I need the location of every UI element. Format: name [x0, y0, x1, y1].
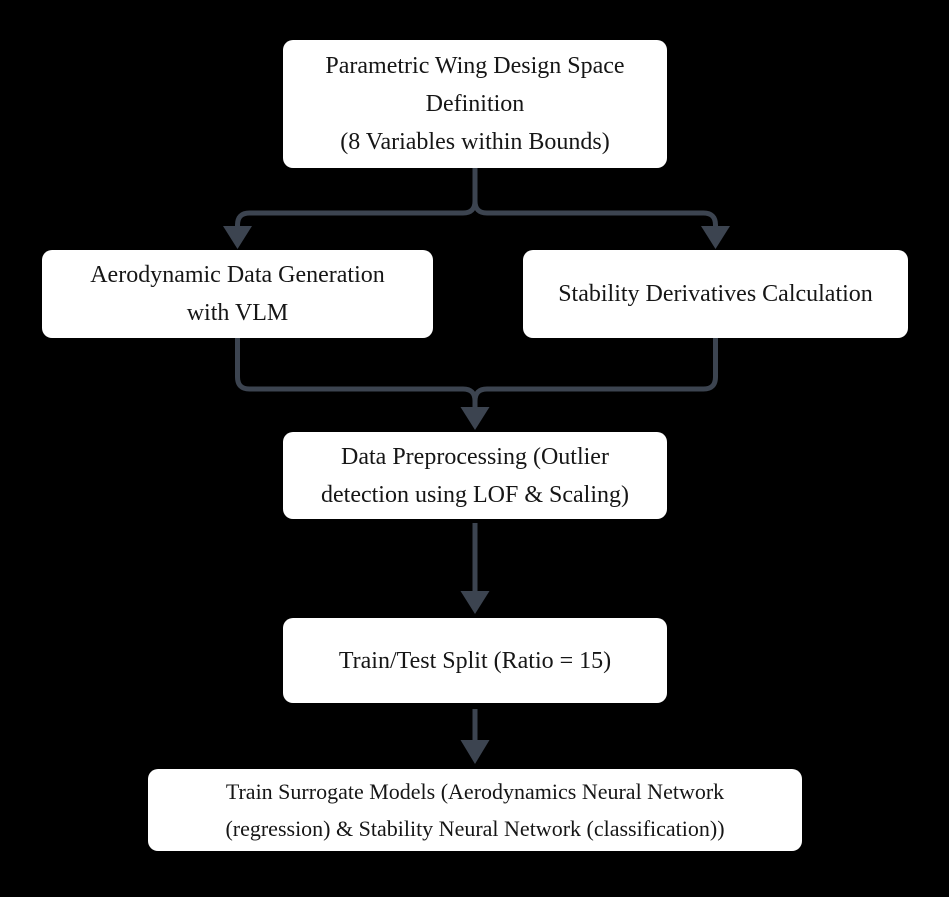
node-train-test-split-label: Train/Test Split (Ratio = 15) — [338, 647, 612, 674]
edge-merge-arrowhead — [460, 407, 490, 430]
node-train-test-split: Train/Test Split (Ratio = 15) — [283, 618, 667, 703]
edge-aero-to-preprocessing — [235, 338, 478, 408]
node-train-surrogate-models-label: Train Surrogate Models (Aerodynamics Neu… — [225, 779, 725, 841]
edge-split-to-train-arrowhead — [460, 740, 490, 764]
node-aerodynamic-data-generation: Aerodynamic Data Generation with VLM — [42, 250, 433, 338]
node-data-preprocessing: Data Preprocessing (Outlier detection us… — [283, 432, 667, 519]
edge-design-to-stability — [472, 168, 718, 227]
edge-design-to-stability-arrowhead — [701, 226, 730, 249]
node-design-space: Parametric Wing Design Space Definition … — [283, 40, 667, 168]
edge-stability-to-preprocessing — [472, 338, 718, 408]
edge-preprocessing-to-split-arrowhead — [460, 591, 490, 614]
node-stability-derivatives-label: Stability Derivatives Calculation — [558, 281, 873, 307]
node-aerodynamic-data-generation-label: Aerodynamic Data Generation with VLM — [90, 262, 385, 326]
edge-design-to-aero-arrowhead — [223, 226, 252, 249]
edge-design-to-aero — [235, 168, 478, 227]
node-stability-derivatives: Stability Derivatives Calculation — [523, 250, 908, 338]
node-design-space-label: Parametric Wing Design Space Definition … — [325, 53, 625, 155]
node-train-surrogate-models: Train Surrogate Models (Aerodynamics Neu… — [148, 769, 802, 851]
node-data-preprocessing-label: Data Preprocessing (Outlier detection us… — [321, 443, 629, 508]
